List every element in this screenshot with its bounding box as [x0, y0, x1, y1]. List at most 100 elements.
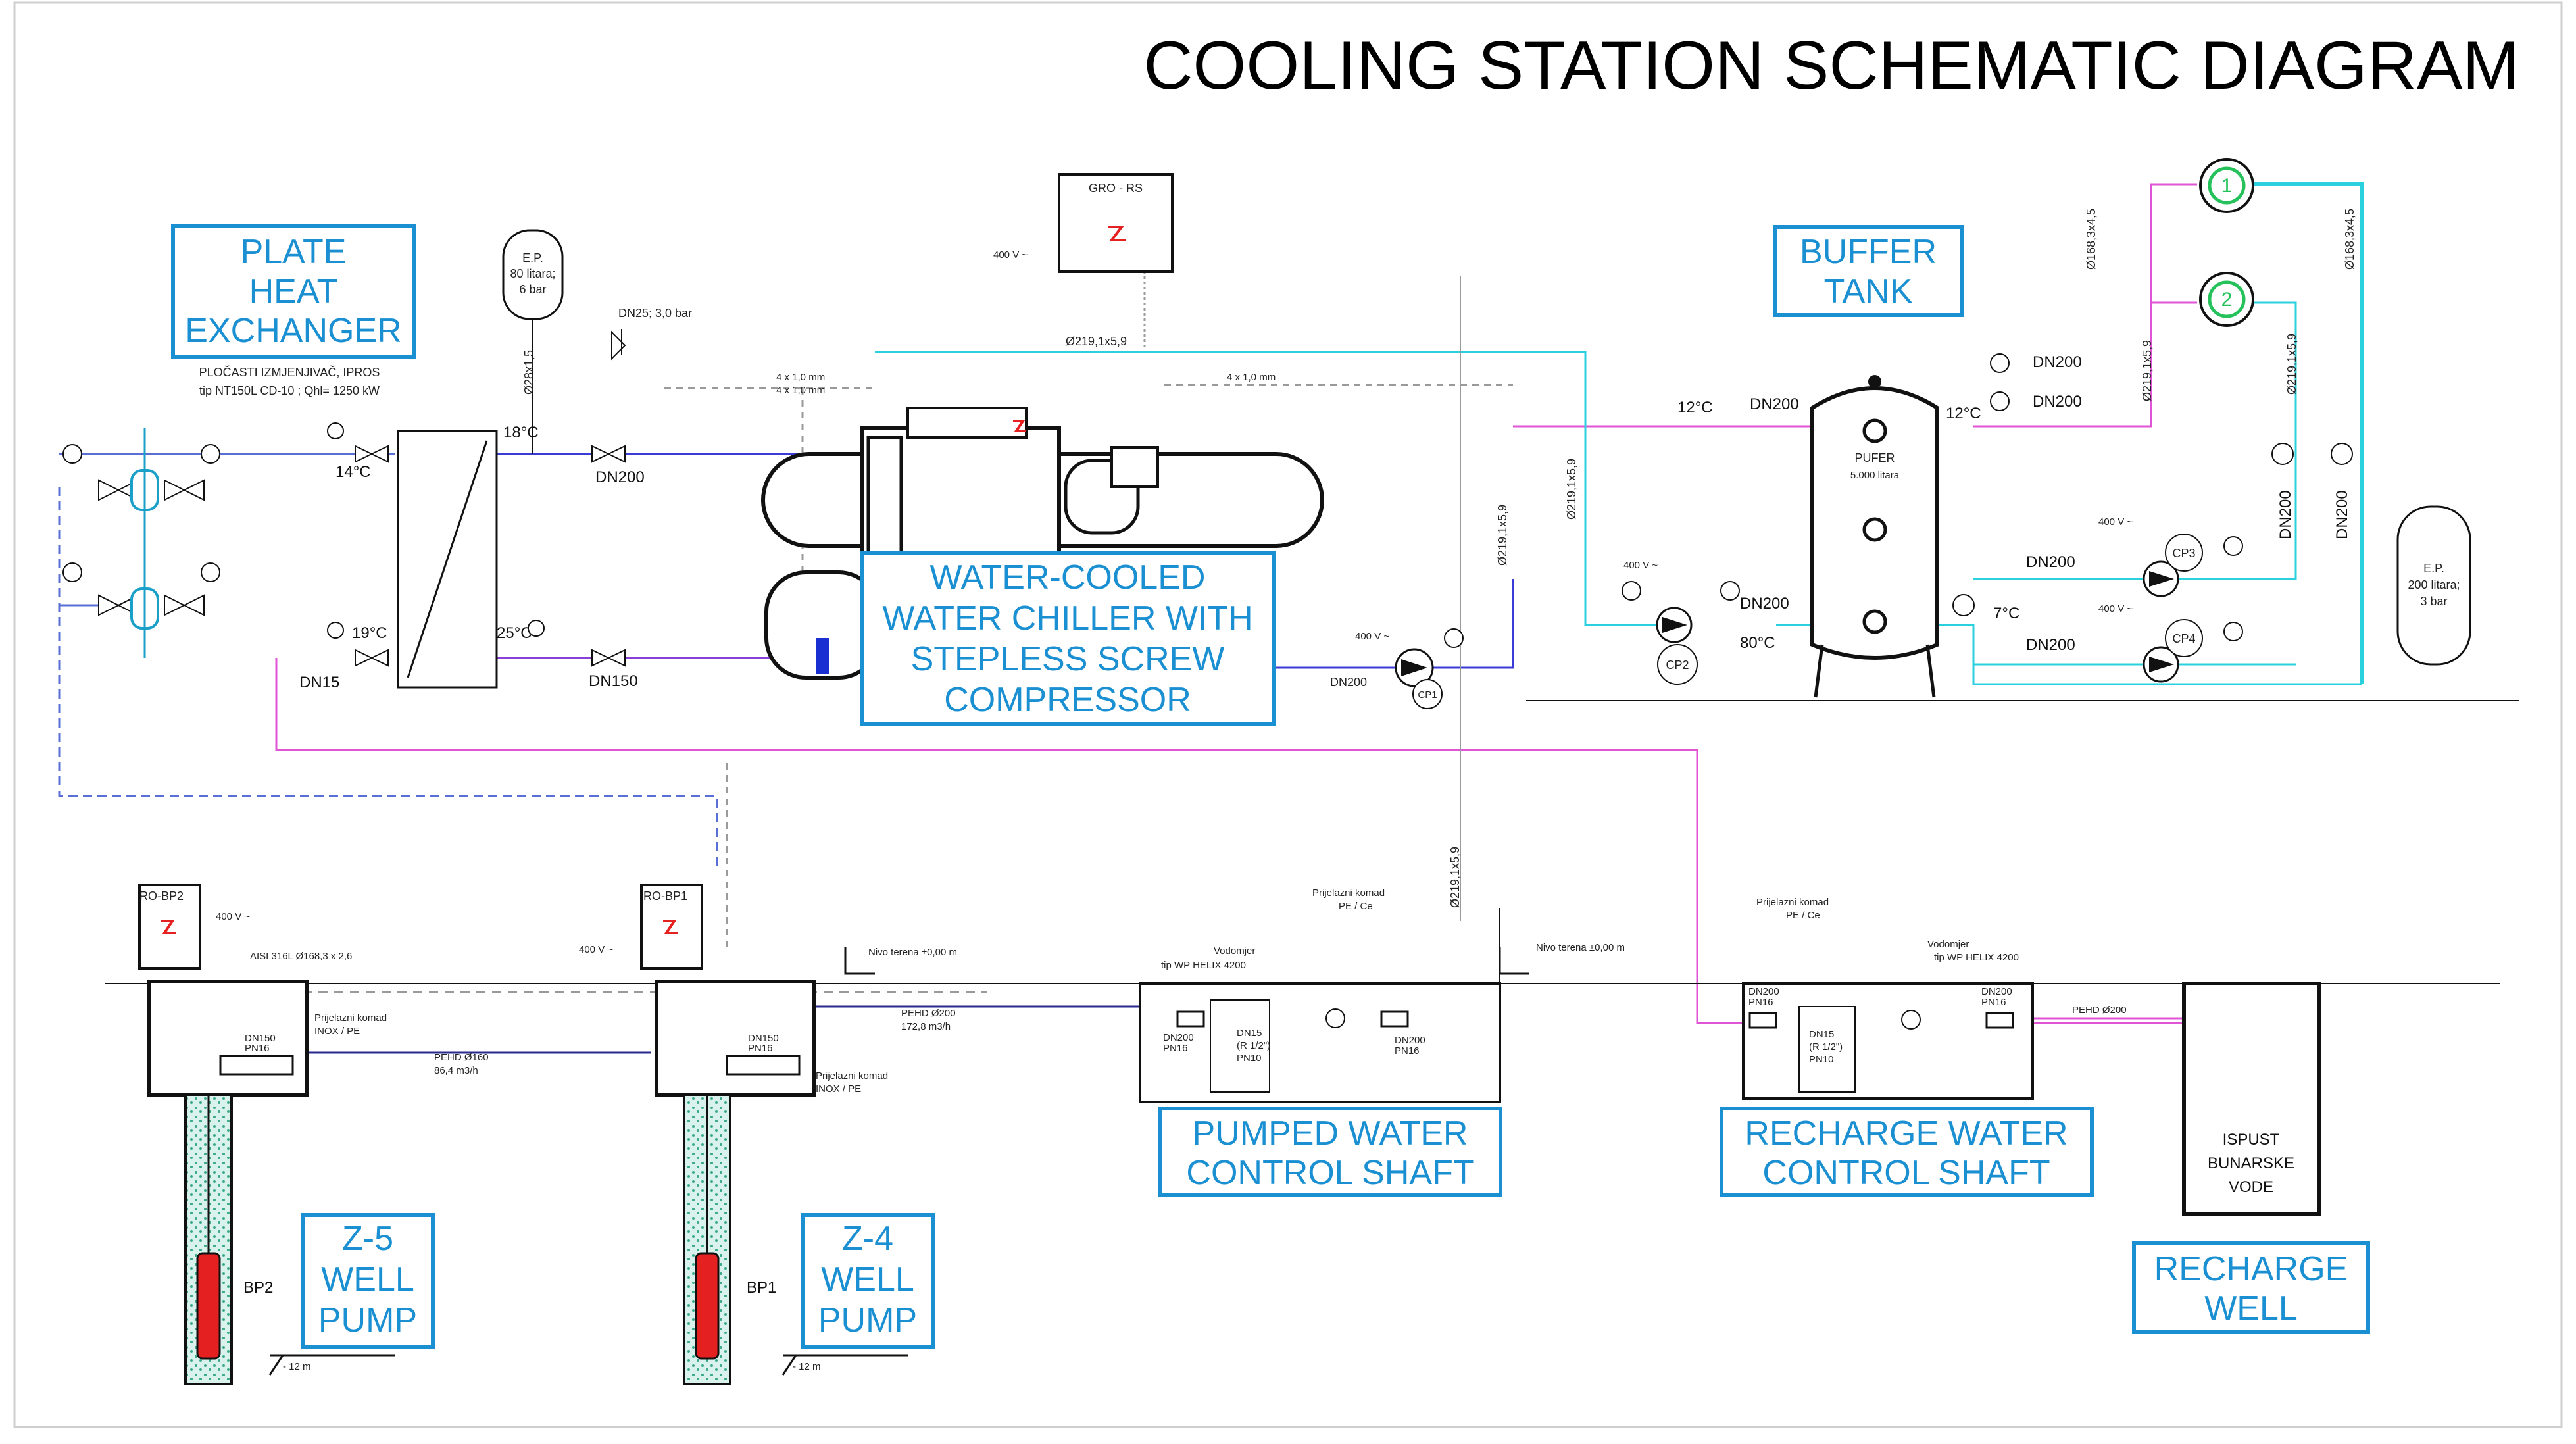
ispust-line-1: ISPUST — [2223, 1131, 2280, 1149]
temp-80: 80°C — [1740, 634, 1775, 652]
cable-note-3: 4 x 1,0 mm — [1227, 372, 1276, 383]
temp-18: 18°C — [503, 424, 539, 441]
pump-cp3[interactable] — [2143, 534, 2203, 597]
vodomjer-p-2: tip WP HELIX 4200 — [1161, 960, 1246, 971]
z4-depth: - 12 m — [793, 1361, 821, 1372]
cp3-voltage: 400 V ~ — [2098, 516, 2133, 528]
dn200-p-3: DN200 — [1395, 1035, 1425, 1046]
electrical-panel-gro-rs[interactable] — [1058, 173, 1174, 273]
ep2-line-2: 200 litara; — [2408, 578, 2460, 591]
chiller-line-3: STEPLESS SCREW — [911, 640, 1225, 678]
dn200-cp4: DN200 — [2026, 636, 2075, 654]
dn200-p-1: DN200 — [1163, 1032, 1194, 1043]
diagram-title: COOLING STATION SCHEMATIC DIAGRAM — [1143, 28, 2519, 104]
z5-depth: - 12 m — [283, 1361, 311, 1372]
vodomjer-r-1: Vodomjer — [1927, 939, 1969, 950]
circuit-1-marker[interactable] — [2199, 158, 2254, 213]
ep1-line-2: 80 litara; — [510, 267, 555, 280]
prijelazni-pe-r-1: Prijelazni komad — [1756, 897, 1829, 908]
pehd160-2: 86,4 m3/h — [434, 1065, 478, 1076]
plate-hx-line-2: HEAT — [249, 272, 338, 311]
dn200-p-2: PN16 — [1163, 1043, 1188, 1054]
chiller-line-2: WATER CHILLER WITH — [882, 599, 1252, 637]
dn15-label: DN15 — [299, 674, 339, 691]
dn200-r-4: PN16 — [1981, 997, 2006, 1008]
dn15-r-1: DN15 — [1809, 1029, 1834, 1040]
prijelazni-pe-r-2: PE / Ce — [1786, 910, 1820, 921]
pehd200-2: 172,8 m3/h — [901, 1021, 951, 1032]
bp2-label: BP2 — [243, 1279, 273, 1297]
callout-z5: Z-5 WELL PUMP — [301, 1213, 435, 1349]
dn15-r-2: (R 1/2") — [1809, 1041, 1843, 1053]
well-z4[interactable] — [640, 884, 816, 1385]
left-valve-cluster[interactable] — [62, 444, 220, 616]
buffer-tank[interactable] — [1810, 375, 1939, 698]
dn200-top-2: DN200 — [2033, 393, 2082, 411]
cp2-voltage: 400 V ~ — [1623, 560, 1658, 571]
z5-line-2: WELL — [321, 1260, 414, 1299]
plate-hx-line-1: PLATE — [241, 233, 347, 271]
cp1-label: CP1 — [1418, 689, 1437, 701]
pump-cp2[interactable] — [1656, 607, 1698, 685]
dn150-z4-2: PN16 — [748, 1043, 773, 1054]
dn150-z5-2: PN16 — [245, 1043, 270, 1054]
dn25-label: DN25; 3,0 bar — [618, 307, 692, 320]
chiller-pipe-size: Ø219,1x5,9 — [1066, 335, 1127, 348]
valve-icons-hx — [327, 422, 626, 667]
ep2-line-1: E.P. — [2423, 562, 2444, 575]
callout-pumped-shaft: PUMPED WATER CONTROL SHAFT — [1158, 1107, 1502, 1197]
z4-line-3: PUMP — [818, 1301, 917, 1339]
vodomjer-r-2: tip WP HELIX 4200 — [1934, 952, 2019, 963]
pumped-line-2: CONTROL SHAFT — [1186, 1154, 1474, 1192]
plate-heat-exchanger[interactable] — [397, 430, 498, 689]
cable-note-2: 4 x 1,0 mm — [776, 385, 825, 396]
hx-note-2: tip NT150L CD-10 ; Qhl= 1250 kW — [199, 384, 380, 397]
d219-shaft: Ø219,1x5,9 — [1449, 847, 1462, 908]
d219-buffer: Ø219,1x5,9 — [1565, 459, 1578, 520]
callout-plate-hx: PLATE HEAT EXCHANGER — [171, 224, 416, 359]
dn200-r-3: DN200 — [1981, 986, 2012, 997]
temp-12-right: 12°C — [1946, 405, 1981, 422]
plate-hx-line-3: EXCHANGER — [185, 312, 401, 350]
expansion-vessel-200l[interactable] — [2396, 505, 2471, 666]
dn200-cp3: DN200 — [2026, 553, 2075, 571]
recharge-water-shaft[interactable] — [1742, 982, 2034, 1100]
ground-level-marker-1 — [844, 947, 875, 975]
circuit-2-marker[interactable] — [2199, 272, 2254, 327]
d219-right-2: Ø219,1x5,9 — [2285, 334, 2298, 395]
pufer-line-1: PUFER — [1854, 451, 1895, 464]
z5-line-3: PUMP — [318, 1301, 417, 1339]
well-z5[interactable] — [138, 884, 309, 1385]
bp1-label: BP1 — [747, 1279, 776, 1297]
pumped-water-shaft[interactable] — [1139, 982, 1501, 1103]
pumped-line-1: PUMPED WATER — [1193, 1114, 1468, 1153]
dn200-r-1: DN200 — [1748, 986, 1779, 997]
recharge-well-box[interactable] — [2182, 982, 2321, 1216]
pipe-magenta-p1 — [2150, 183, 2197, 401]
dn15-p-1: DN15 — [1237, 1028, 1262, 1039]
ep1-line-1: E.P. — [522, 251, 543, 264]
dn150-hx: DN150 — [589, 672, 638, 690]
vodomjer-p-1: Vodomjer — [1214, 945, 1255, 957]
d28-label: Ø28x1,5 — [522, 350, 535, 395]
cp2-label: CP2 — [1666, 659, 1689, 672]
gauge-icons — [1444, 353, 2353, 648]
temp-25: 25°C — [497, 624, 532, 642]
cp1-voltage: 400 V ~ — [1355, 631, 1389, 642]
aisi-label: AISI 316L Ø168,3 x 2,6 — [250, 951, 352, 962]
ispust-line-3: VODE — [2229, 1178, 2273, 1196]
cable-note-1: 4 x 1,0 mm — [776, 372, 825, 383]
z4-voltage: 400 V ~ — [579, 944, 613, 955]
expansion-vessel-80l[interactable] — [502, 229, 564, 454]
recharge-shaft-line-1: RECHARGE WATER — [1745, 1114, 2068, 1153]
nivo-label-1: Nivo terena ±0,00 m — [868, 947, 957, 958]
buffer-line-2: TANK — [1824, 272, 1913, 311]
pump-cp4[interactable] — [2143, 619, 2203, 683]
pehd200-out: PEHD Ø200 — [2072, 1005, 2127, 1016]
prijelazni-inox-1: Prijelazni komad — [314, 1012, 387, 1024]
ro-bp2-label: RO-BP2 — [139, 889, 184, 903]
pump-cp1[interactable] — [1395, 648, 1443, 709]
callout-chiller: WATER-COOLED WATER CHILLER WITH STEPLESS… — [860, 551, 1276, 726]
strainer-icon — [130, 428, 159, 658]
